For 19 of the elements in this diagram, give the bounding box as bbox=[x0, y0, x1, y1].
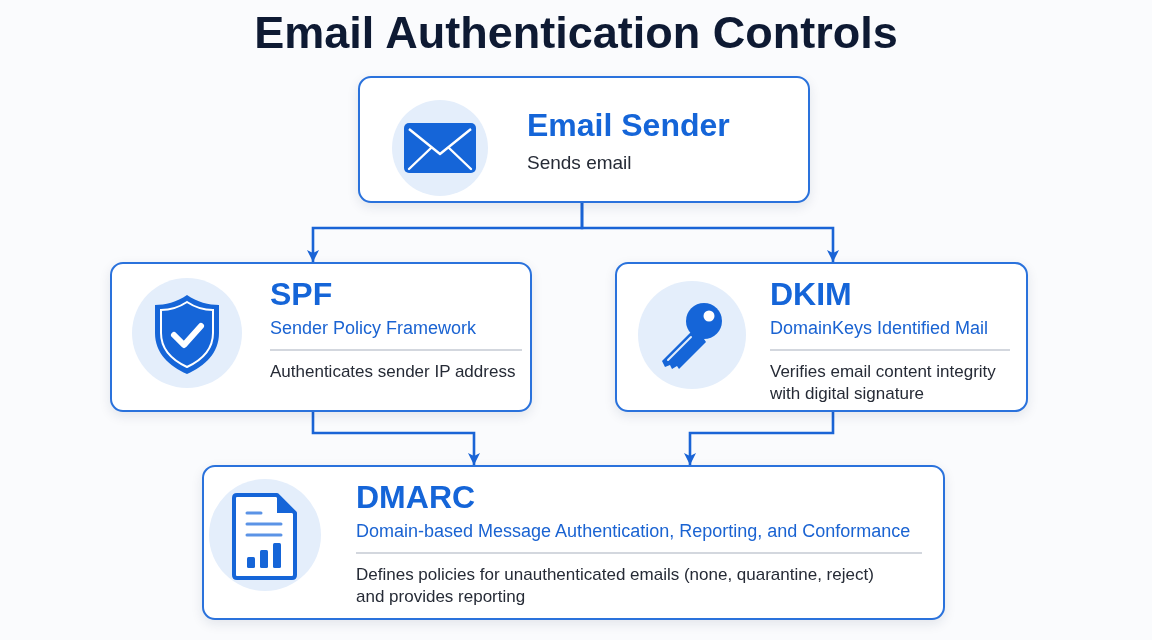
node-title: DKIM bbox=[770, 276, 853, 312]
node-title: Email Sender bbox=[527, 107, 731, 143]
node-title: SPF bbox=[270, 276, 334, 312]
node-description: Authenticates sender IP address bbox=[270, 361, 517, 383]
node-description: Verifies email content integrity with digital signature bbox=[770, 361, 997, 405]
arrow bbox=[311, 412, 480, 465]
node-subtitle: Sender Policy Framework bbox=[270, 317, 478, 340]
process-box bbox=[202, 465, 945, 620]
node-title: DMARC bbox=[356, 479, 477, 515]
arrow bbox=[684, 412, 835, 465]
arrow bbox=[580, 203, 839, 262]
node-description: Sends email bbox=[527, 151, 633, 175]
node-subtitle: DomainKeys Identified Mail bbox=[770, 317, 990, 340]
process-box bbox=[615, 262, 1028, 412]
node-subtitle: Domain-based Message Authentication, Reporting, and Conformance bbox=[356, 520, 912, 543]
process-box bbox=[110, 262, 532, 412]
process-box bbox=[358, 76, 810, 203]
diagram-title: Email Authentication Controls bbox=[254, 6, 898, 60]
node-description: Defines policies for unauthenticated emails (none, quarantine, reject) and provides reporting bbox=[356, 564, 875, 608]
